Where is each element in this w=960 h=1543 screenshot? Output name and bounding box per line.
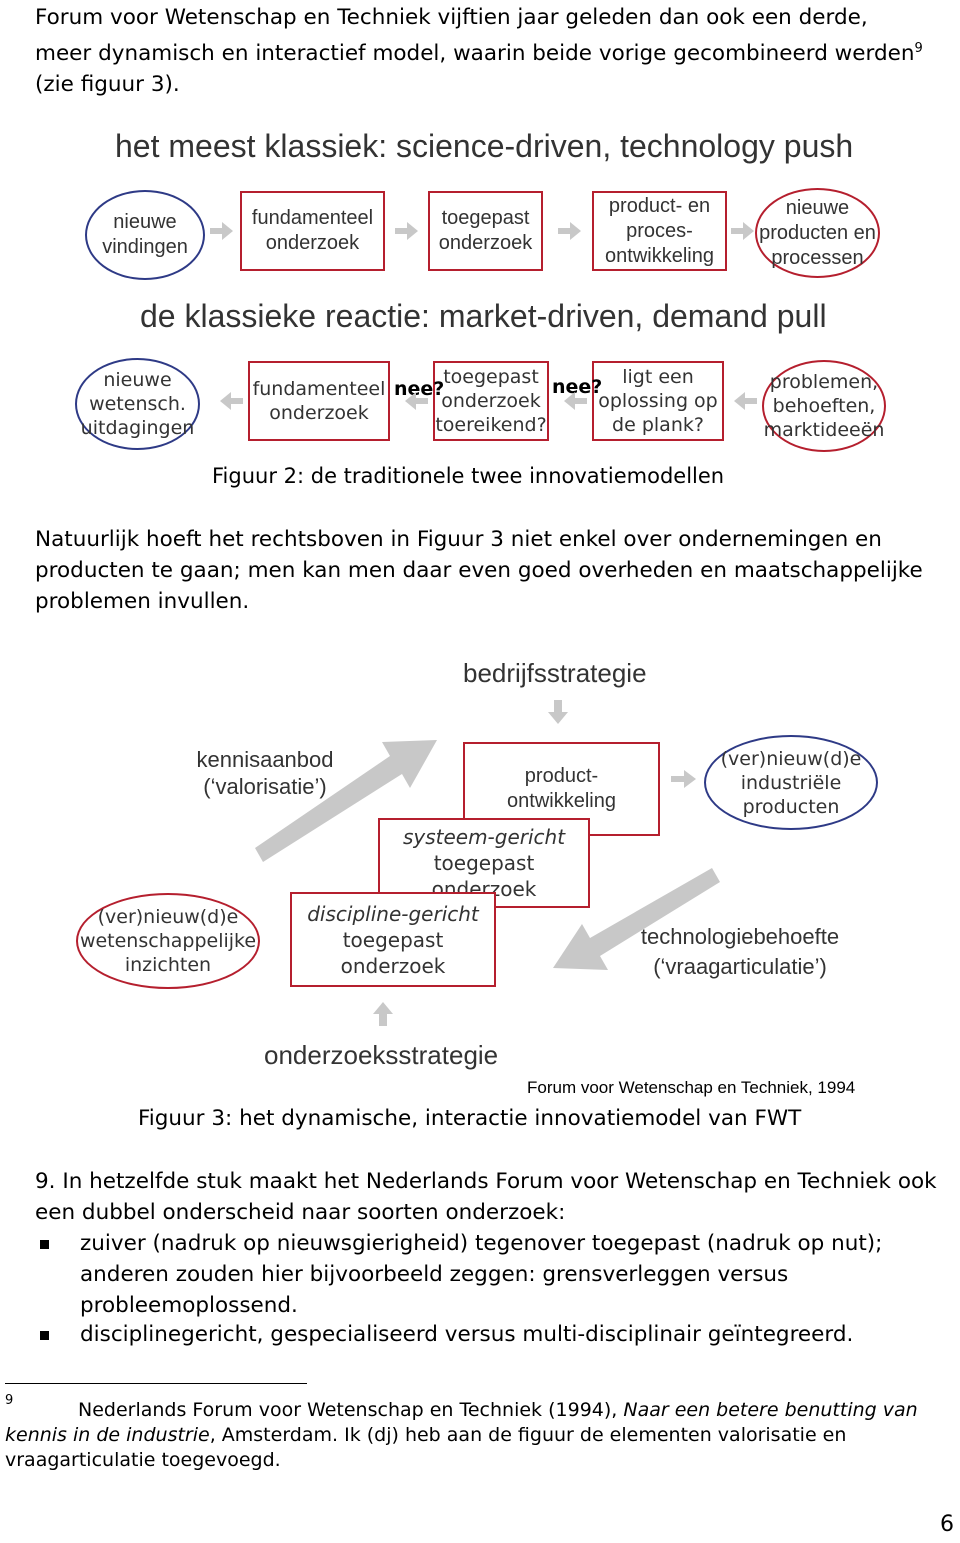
arrow-down-strategy <box>548 700 568 724</box>
footnote-tail: , Amsterdam. Ik (dj) heb aan de figuur d… <box>5 1424 847 1471</box>
push-node-2: fundamenteel onderzoek <box>240 191 385 271</box>
push-node-3: toegepast onderzoek <box>428 191 543 271</box>
footnote-text: Nederlands Forum voor Wetenschap en Tech… <box>5 1398 945 1473</box>
point-9: 9. In hetzelfde stuk maakt het Nederland… <box>35 1169 937 1225</box>
pull-node-4: ligt een oplossing op de plank? <box>592 361 724 441</box>
fig3-discipline-box: discipline-gericht toegepast onderzoek <box>290 892 496 987</box>
pull-node-5: problemen, behoeften, marktideeën <box>762 360 886 452</box>
fig3-wetenschappelijke-inzichten: (ver)nieuw(d)e wetenschappelijke inzicht… <box>76 893 260 989</box>
fig3-industriele-producten: (ver)nieuw(d)e industriële producten <box>704 735 878 830</box>
pull-arrow-3 <box>564 392 587 410</box>
pull-arrow-1 <box>220 392 243 410</box>
page-number: 6 <box>940 1512 954 1537</box>
pull-node-2: fundamenteel onderzoek <box>248 361 390 441</box>
arrow-right-industry <box>671 770 696 788</box>
fig2-caption: Figuur 2: de traditionele twee innovatie… <box>212 464 725 488</box>
bullet-1: zuiver (nadruk op nieuwsgierigheid) tege… <box>80 1231 883 1318</box>
intro-paragraph: Forum voor Wetenschap en Techniek vijfti… <box>35 2 955 100</box>
systeem-gericht-label: systeem-gericht <box>402 825 566 849</box>
pull-arrow-2 <box>405 392 428 410</box>
push-arrow-4 <box>731 222 754 240</box>
pull-node-1: nieuwe wetensch. uitdagingen <box>75 358 200 450</box>
push-arrow-3 <box>558 222 581 240</box>
arrow-diagonal-up <box>255 740 437 862</box>
nee-label-1: nee? <box>394 378 445 400</box>
push-node-4: product- en proces- ontwikkeling <box>592 191 727 271</box>
push-node-1: nieuwe vindingen <box>85 190 205 280</box>
intro-text: Forum voor Wetenschap en Techniek vijfti… <box>35 5 915 67</box>
pull-node-3: toegepast onderzoek toereikend? <box>433 361 549 441</box>
discipline-gericht-label: discipline-gericht <box>307 901 479 926</box>
push-arrow-2 <box>395 222 418 240</box>
fig3-source: Forum voor Wetenschap en Techniek, 1994 <box>527 1078 856 1097</box>
footnote-separator <box>5 1383 307 1384</box>
fig3-kennisaanbod: kennisaanbod (‘valorisatie’) <box>196 747 334 799</box>
footnote-italic-title: Naar een betere benutting van kennis in … <box>5 1399 918 1446</box>
bullet-marker-2 <box>40 1331 49 1340</box>
arrow-diagonal-down <box>553 868 720 970</box>
discipline-toegepast-label: toegepast onderzoek <box>340 927 446 978</box>
fig3-technologiebehoefte: technologiebehoefte (‘vraagarticulatie’) <box>640 924 840 979</box>
push-node-5: nieuwe producten en processen <box>755 188 880 278</box>
footnote-number: 9 <box>5 1393 14 1408</box>
fig3-caption: Figuur 3: het dynamische, interactie inn… <box>138 1106 802 1131</box>
fig3-onderzoeksstrategie: onderzoeksstrategie <box>264 1040 499 1070</box>
paragraph-2: Natuurlijk hoeft het rechtsboven in Figu… <box>35 527 923 614</box>
push-arrow-1 <box>210 222 233 240</box>
bullet-marker-1 <box>40 1240 49 1249</box>
fig2-title-push: het meest klassiek: science-driven, tech… <box>115 128 854 164</box>
bullet-2: disciplinegericht, gespecialiseerd versu… <box>80 1322 854 1347</box>
intro-tail: (zie figuur 3). <box>35 72 180 98</box>
footnote-plain: Nederlands Forum voor Wetenschap en Tech… <box>78 1399 624 1421</box>
arrow-up-research <box>373 1002 393 1026</box>
footnote-ref[interactable]: 9 <box>914 41 923 56</box>
pull-arrow-4 <box>734 392 757 410</box>
nee-label-2: nee? <box>552 376 603 398</box>
fig3-bedrijfsstrategie: bedrijfsstrategie <box>463 658 647 688</box>
fig2-title-pull: de klassieke reactie: market-driven, dem… <box>140 298 827 334</box>
